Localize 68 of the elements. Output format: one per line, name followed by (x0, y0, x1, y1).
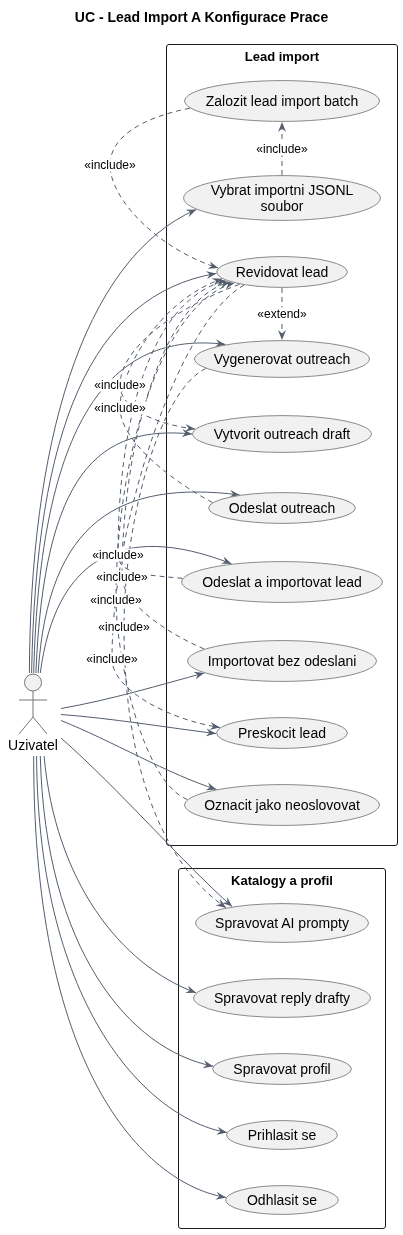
use-case-ellipse (226, 1120, 338, 1150)
use-case-ellipse (183, 175, 381, 221)
arrow (31, 272, 217, 674)
arrow (60, 737, 233, 908)
use-case-label: Vybrat importni JSONL soubor (209, 182, 355, 214)
dashed-arrow (278, 287, 286, 341)
arrow (43, 755, 197, 994)
use-case-ellipse (187, 640, 377, 682)
use-case-ellipse (184, 784, 380, 826)
use-case-label: Revidovat lead (235, 264, 329, 280)
use-case-ellipse (212, 1053, 352, 1085)
edge-label: «include» (93, 401, 147, 415)
use-case-ellipse (195, 903, 369, 943)
use-case-label: Preskocit lead (238, 725, 326, 741)
use-case-ellipse (192, 415, 372, 453)
use-case-ellipse (225, 1185, 339, 1215)
use-case-ellipse (194, 340, 370, 378)
use-case-label: Odeslat a importovat lead (202, 574, 362, 590)
arrow (28, 209, 197, 674)
use-case-label: Odeslat outreach (228, 500, 336, 516)
edge-label: «extend» (256, 307, 308, 321)
actor-label: Uzivatel (8, 737, 58, 753)
diagram-title: UC - Lead Import A Konfigurace Prace (74, 9, 329, 26)
use-case-ellipse (216, 717, 348, 749)
use-case-ellipse (193, 978, 371, 1018)
edge-label: «include» (83, 158, 137, 172)
arrow (39, 755, 214, 1068)
edge-label: «include» (89, 593, 143, 607)
edge-label: «include» (97, 620, 151, 634)
dashed-arrow (278, 121, 286, 176)
use-case-label: Spravovat AI prompty (215, 915, 349, 931)
use-case-ellipse (208, 492, 356, 524)
use-case-label: Zalozit lead import batch (205, 93, 359, 109)
package-title: Lead import (244, 49, 320, 65)
dashed-arrow (109, 107, 219, 269)
arrow (33, 755, 227, 1199)
use-case-ellipse (216, 256, 348, 288)
edge-label: «include» (85, 652, 139, 666)
package-frame (178, 868, 386, 1229)
arrow (60, 714, 217, 737)
dashed-arrow (111, 284, 245, 730)
use-case-label: Vygenerovat outreach (213, 351, 351, 367)
use-case-label: Prihlasit se (247, 1127, 317, 1143)
arrow (35, 429, 193, 674)
use-case-label: Importovat bez odeslani (207, 653, 357, 669)
arrow (60, 671, 205, 709)
use-case-ellipse (184, 80, 380, 122)
use-case-label: Vytvorit outreach draft (213, 426, 351, 442)
arrow (33, 339, 226, 674)
dashed-arrow (117, 280, 227, 579)
arrow (37, 490, 241, 674)
edge-label: «include» (255, 142, 309, 155)
dashed-arrow (119, 283, 241, 432)
edge-label: «include» (95, 570, 149, 584)
package-title: Katalogy a profil (231, 873, 333, 889)
use-case-label: Oznacit jako neoslovovat (204, 797, 360, 813)
dashed-arrow (119, 278, 223, 503)
dashed-arrow (115, 282, 235, 801)
arrow (36, 755, 228, 1134)
arrow (60, 720, 217, 790)
dashed-arrow (123, 368, 227, 909)
use-case-label: Spravovat reply drafty (213, 990, 351, 1006)
use-case-label: Odhlasit se (246, 1192, 317, 1208)
use-case-ellipse (181, 561, 383, 603)
edge-label: «include» (93, 378, 147, 392)
package-frame (166, 44, 398, 846)
use-case-label: Spravovat profil (233, 1061, 331, 1077)
edge-label: «include» (91, 548, 145, 562)
